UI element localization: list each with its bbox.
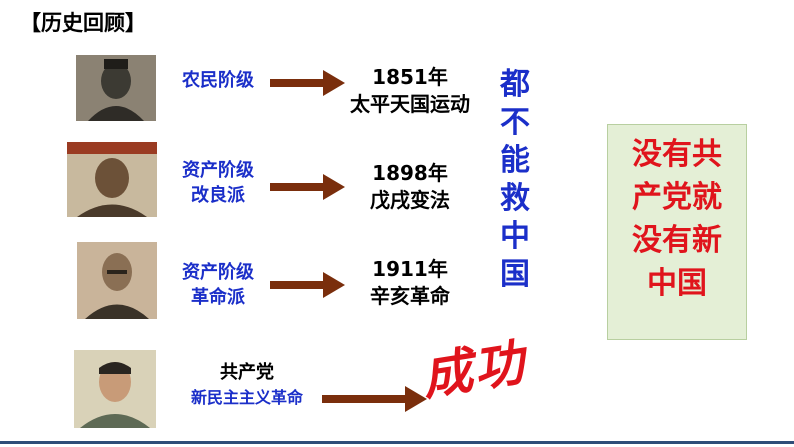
- event-name: 辛亥革命: [370, 284, 450, 308]
- event-row3: 1911年 辛亥革命: [335, 256, 485, 310]
- event-name: 戊戌变法: [370, 188, 450, 212]
- event-year: 1851年: [372, 65, 448, 89]
- group-label-line: 革命派: [191, 287, 245, 308]
- arrow-right-icon: [270, 272, 345, 298]
- group-label-line: 资产阶级: [182, 262, 254, 283]
- group-label-line: 新民主主义革命: [190, 388, 303, 407]
- group-label-row3: 资产阶级 革命派: [163, 260, 273, 310]
- conclusion-line: 没有共: [632, 137, 722, 172]
- vertical-statement: 都 不 能 救 中 国: [495, 66, 535, 294]
- event-year: 1898年: [372, 161, 448, 185]
- event-row1: 1851年 太平天国运动: [335, 64, 485, 118]
- event-row2: 1898年 戊戌变法: [335, 160, 485, 214]
- group-label-line: 共产党: [220, 362, 274, 383]
- conclusion-line: 没有新: [632, 223, 722, 258]
- vertical-char: 能: [500, 143, 530, 178]
- footer-divider: [0, 441, 794, 444]
- vertical-char: 国: [500, 257, 530, 292]
- group-label-line: 改良派: [191, 185, 245, 206]
- conclusion-line: 产党就: [632, 180, 722, 215]
- arrow-right-icon: [270, 174, 345, 200]
- group-label-line: 农民阶级: [182, 70, 254, 91]
- vertical-char: 救: [500, 181, 530, 216]
- page-title: 【历史回顾】: [20, 11, 146, 35]
- vertical-char: 中: [500, 219, 530, 254]
- portrait-row4: [74, 350, 156, 428]
- vertical-char: 都: [500, 67, 530, 102]
- group-label-row2: 资产阶级 改良派: [163, 158, 273, 208]
- portrait-row3: [77, 242, 157, 319]
- event-year: 1911年: [372, 257, 448, 281]
- conclusion-box: 没有共 产党就 没有新 中国: [607, 124, 747, 340]
- portrait-row1: [76, 55, 156, 121]
- conclusion-line: 中国: [647, 266, 707, 301]
- conclusion-text: 没有共 产党就 没有新 中国: [608, 133, 746, 305]
- event-name: 太平天国运动: [350, 92, 470, 116]
- vertical-char: 不: [500, 105, 530, 140]
- group-label-line: 资产阶级: [182, 160, 254, 181]
- arrow-right-icon: [270, 70, 345, 96]
- group-label-row1: 农民阶级: [163, 68, 273, 93]
- arrow-right-icon: [322, 386, 427, 412]
- success-label: 成功: [418, 333, 530, 407]
- portrait-row2: [67, 142, 157, 217]
- group-label-row4: 共产党 新民主主义革命: [172, 360, 322, 410]
